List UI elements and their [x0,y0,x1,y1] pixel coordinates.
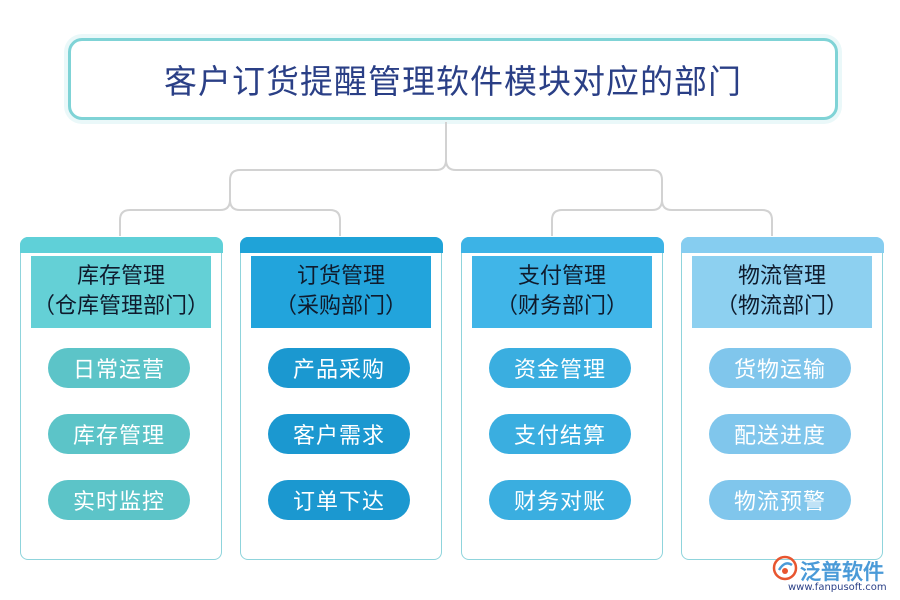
column-top-bar [680,236,884,253]
logo-url: www.fanpusoft.com [788,582,887,593]
module-header: 支付管理 （财务部门） [472,256,652,328]
module-column-logistics: 物流管理 （物流部门） 货物运输 配送进度 物流预警 [680,236,884,560]
diagram-title: 客户订货提醒管理软件模块对应的部门 [164,62,742,101]
function-item: 物流预警 [709,480,851,520]
function-item: 日常运营 [48,348,190,388]
function-item: 配送进度 [709,414,851,454]
module-column-ordering: 订货管理 （采购部门） 产品采购 客户需求 订单下达 [239,236,443,560]
function-item: 库存管理 [48,414,190,454]
connector-right-branch [456,169,773,236]
brand-logo: 泛普软件 www.fanpusoft.com [772,555,898,597]
module-header: 物流管理 （物流部门） [692,256,872,328]
column-top-bar [460,236,664,253]
column-top-bar [19,236,223,253]
function-item: 订单下达 [268,480,410,520]
title-box: 客户订货提醒管理软件模块对应的部门 [68,38,838,120]
module-header: 订货管理 （采购部门） [251,256,431,328]
logo-text: 泛普软件 [800,560,884,584]
function-item: 实时监控 [48,480,190,520]
module-department: （财务部门） [495,294,628,319]
module-name: 订货管理 [296,264,385,289]
module-name: 支付管理 [517,264,606,289]
connector-left-branch [119,169,436,236]
function-item: 资金管理 [489,348,631,388]
module-department: （物流部门） [715,294,848,319]
function-item: 产品采购 [268,348,410,388]
module-name: 库存管理 [76,264,165,289]
function-item: 客户需求 [268,414,410,454]
function-item: 货物运输 [709,348,851,388]
function-item: 支付结算 [489,414,631,454]
module-department: （采购部门） [274,294,407,319]
fanpu-logo-icon [772,555,798,581]
column-top-bar [239,236,443,253]
module-name: 物流管理 [737,264,826,289]
connector-root [435,122,457,171]
module-column-inventory: 库存管理 （仓库管理部门） 日常运营 库存管理 实时监控 [19,236,223,560]
module-column-payment: 支付管理 （财务部门） 资金管理 支付结算 财务对账 [460,236,664,560]
module-header: 库存管理 （仓库管理部门） [31,256,211,328]
module-department: （仓库管理部门） [32,294,209,319]
function-item: 财务对账 [489,480,631,520]
